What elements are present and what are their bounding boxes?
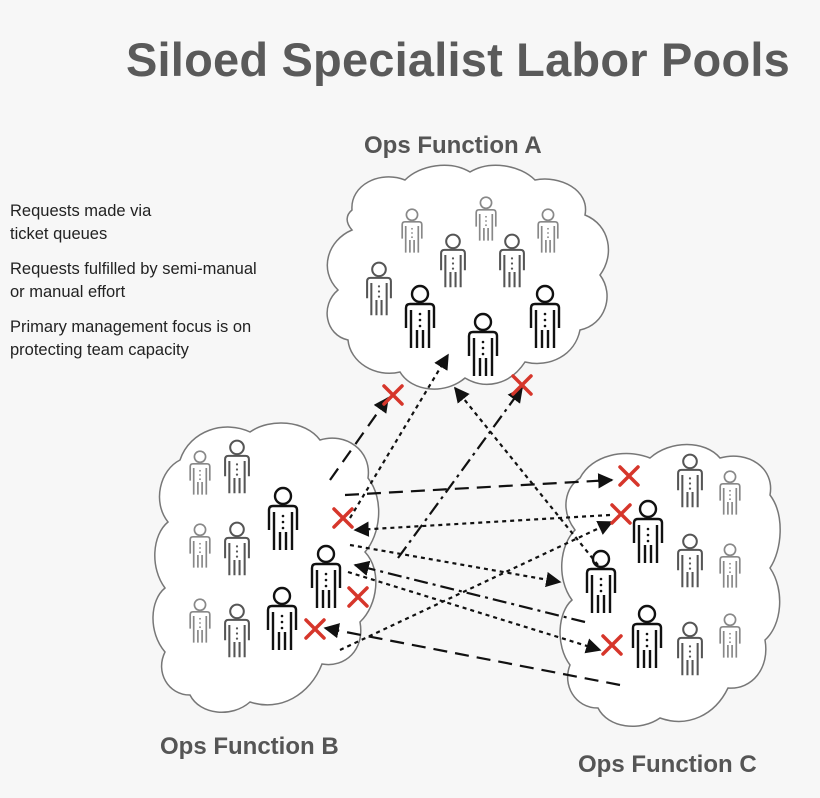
request-arrows [323,353,621,687]
arrow-b-to-c-dotted-upper [349,543,562,588]
x-mark-icon [382,384,404,406]
blocked-marks [304,374,640,656]
arrow-c-to-a-dotted [454,386,599,566]
note-manual-effort: Requests fulfilled by semi-manual or man… [10,260,257,301]
x-mark-icon [601,634,623,656]
x-mark-icon [347,586,369,608]
arrow-b-to-c-dashed [344,473,614,497]
x-mark-icon [304,618,326,640]
x-mark-icon [610,503,632,525]
arrow-c-to-b-dotted [353,513,611,537]
arrow-c-to-b-dashdot [353,560,586,624]
arrow-b-to-a-dashdot [397,386,523,559]
cloud-pool-a [326,164,610,390]
pool-c-label: Ops Function C [578,751,757,778]
arrow-c-to-b-dashed [323,623,621,687]
x-mark-icon [618,465,640,487]
arrow-b-to-c-dotted-rising [339,520,614,651]
notes-list: Requests made via ticket queues Requests… [10,200,330,374]
note-capacity-focus: Primary management focus is on protectin… [10,318,252,359]
arrow-b-to-a-dashed [329,396,389,481]
note-ticket-queues: Requests made via ticket queues [10,202,152,243]
page-title: Siloed Specialist Labor Pools [126,33,790,86]
pool-a-label: Ops Function A [364,132,542,159]
arrow-b-to-c-dotted-lower [347,570,602,654]
x-mark-icon [332,507,354,529]
cloud-pool-b [152,422,380,713]
pool-b-label: Ops Function B [160,733,339,760]
cloud-pool-c [559,443,781,727]
x-mark-icon [511,374,533,396]
